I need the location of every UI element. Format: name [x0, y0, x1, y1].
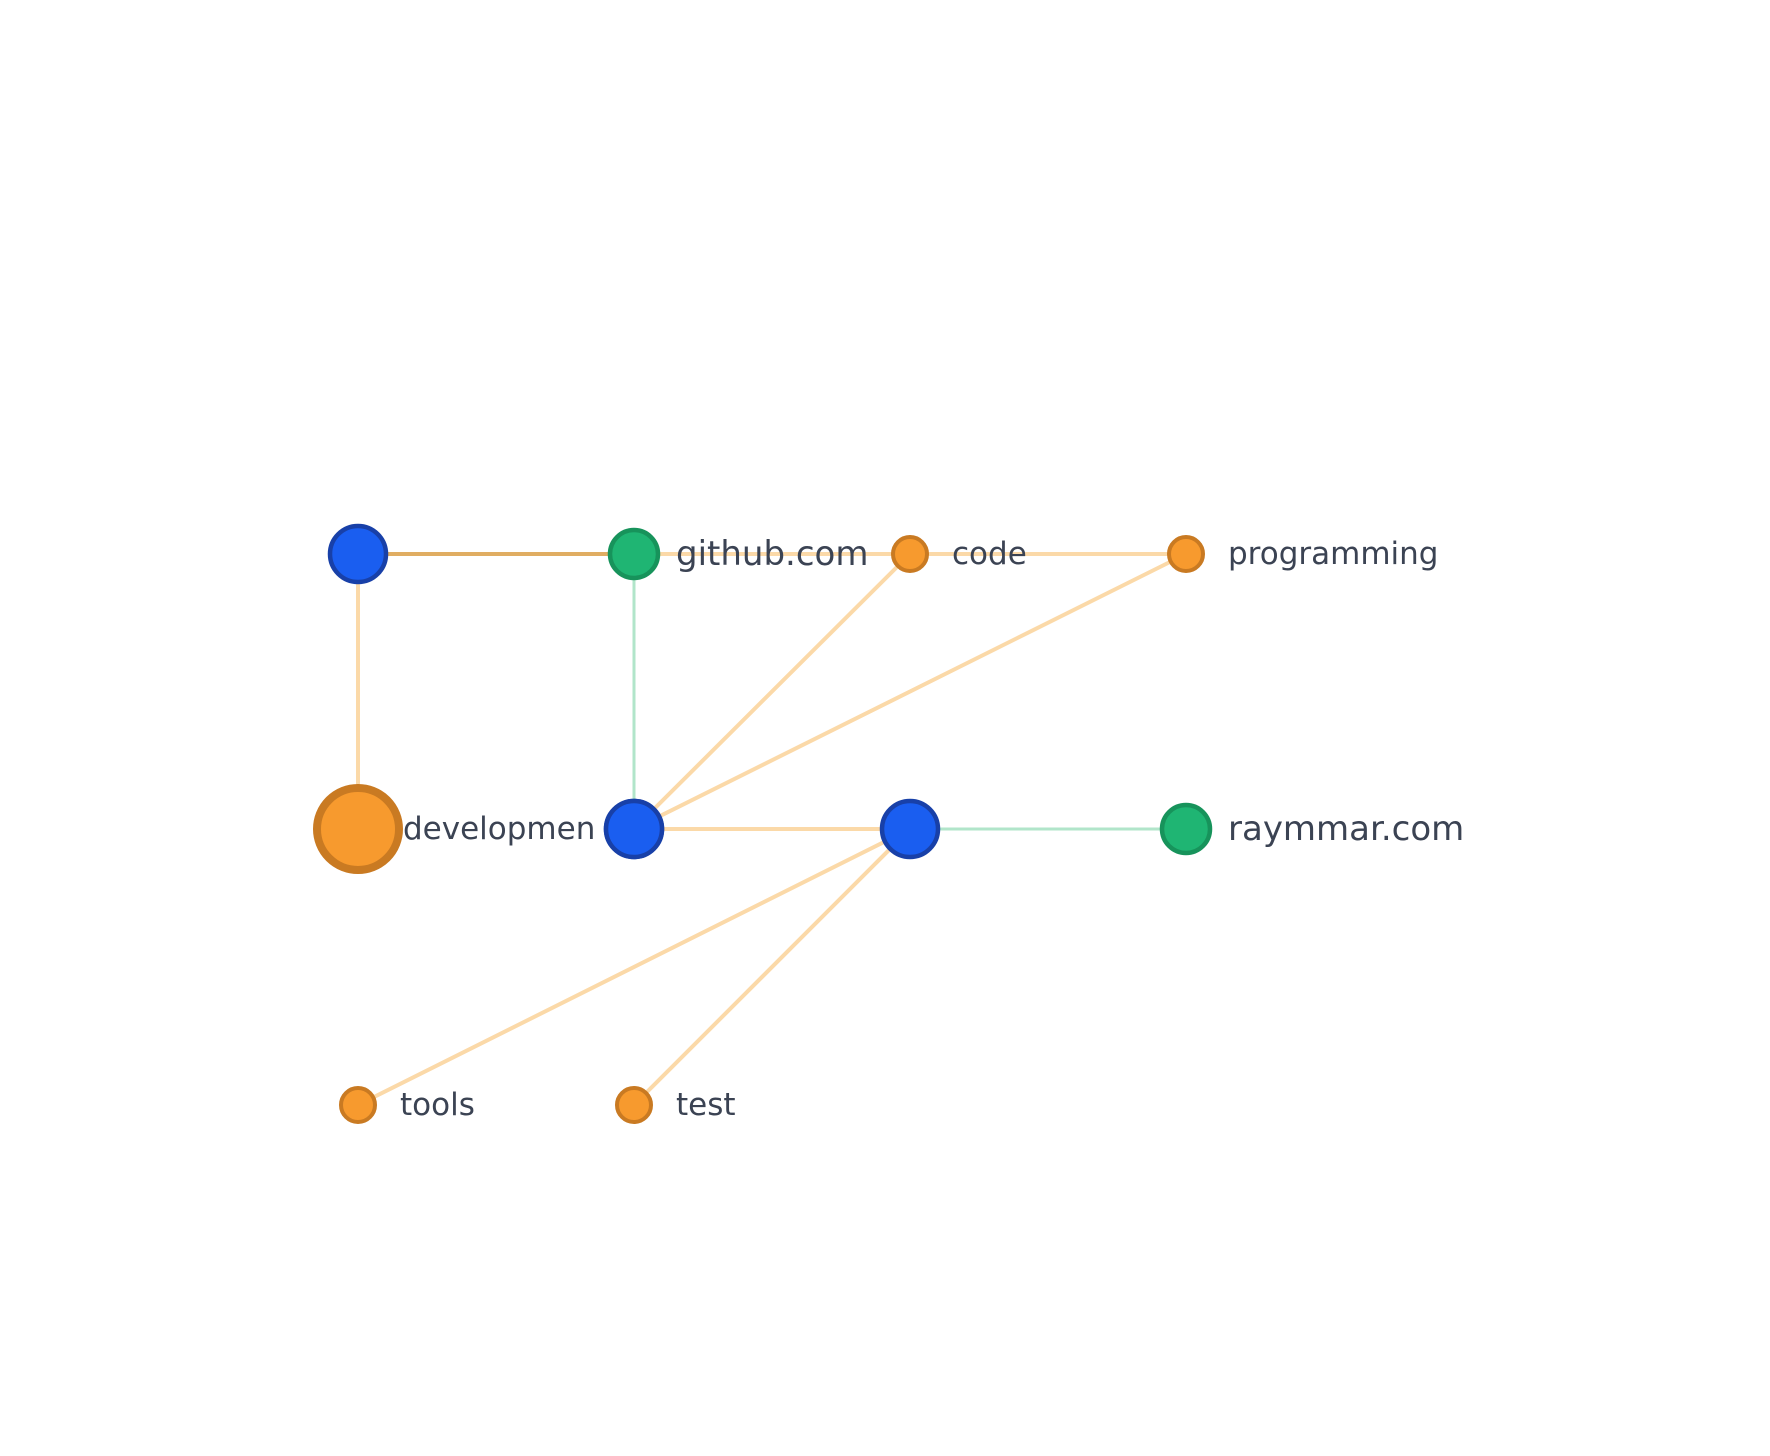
- edge-bookmark-2-programming: [632, 552, 1188, 831]
- node-label-tools: tools: [400, 1087, 475, 1123]
- node-label-test: test: [676, 1087, 736, 1123]
- edges-layer: [356, 552, 1188, 1107]
- node-label-raymmar: raymmar.com: [1228, 809, 1464, 849]
- node-label-github: github.com: [676, 534, 868, 574]
- node-programming[interactable]: [1167, 535, 1205, 573]
- node-raymmar[interactable]: [1159, 802, 1213, 856]
- node-development[interactable]: [313, 784, 403, 874]
- node-bookmark-1[interactable]: [327, 523, 389, 585]
- node-bookmark-2-overlay[interactable]: [603, 798, 665, 860]
- node-test[interactable]: [615, 1086, 653, 1124]
- edge-bookmark-3-test: [632, 827, 912, 1107]
- node-code[interactable]: [891, 535, 929, 573]
- node-tools[interactable]: [339, 1086, 377, 1124]
- node-bookmark-3[interactable]: [879, 798, 941, 860]
- node-label-programming: programming: [1228, 536, 1438, 572]
- node-label-development: developmen: [403, 811, 595, 847]
- node-label-code: code: [952, 536, 1027, 572]
- node-github[interactable]: [607, 527, 661, 581]
- edge-bookmark-3-tools: [356, 827, 912, 1107]
- edge-bookmark-2-code: [632, 552, 912, 831]
- labels-layer: github.com code programming developmen raymm…: [400, 534, 1464, 1123]
